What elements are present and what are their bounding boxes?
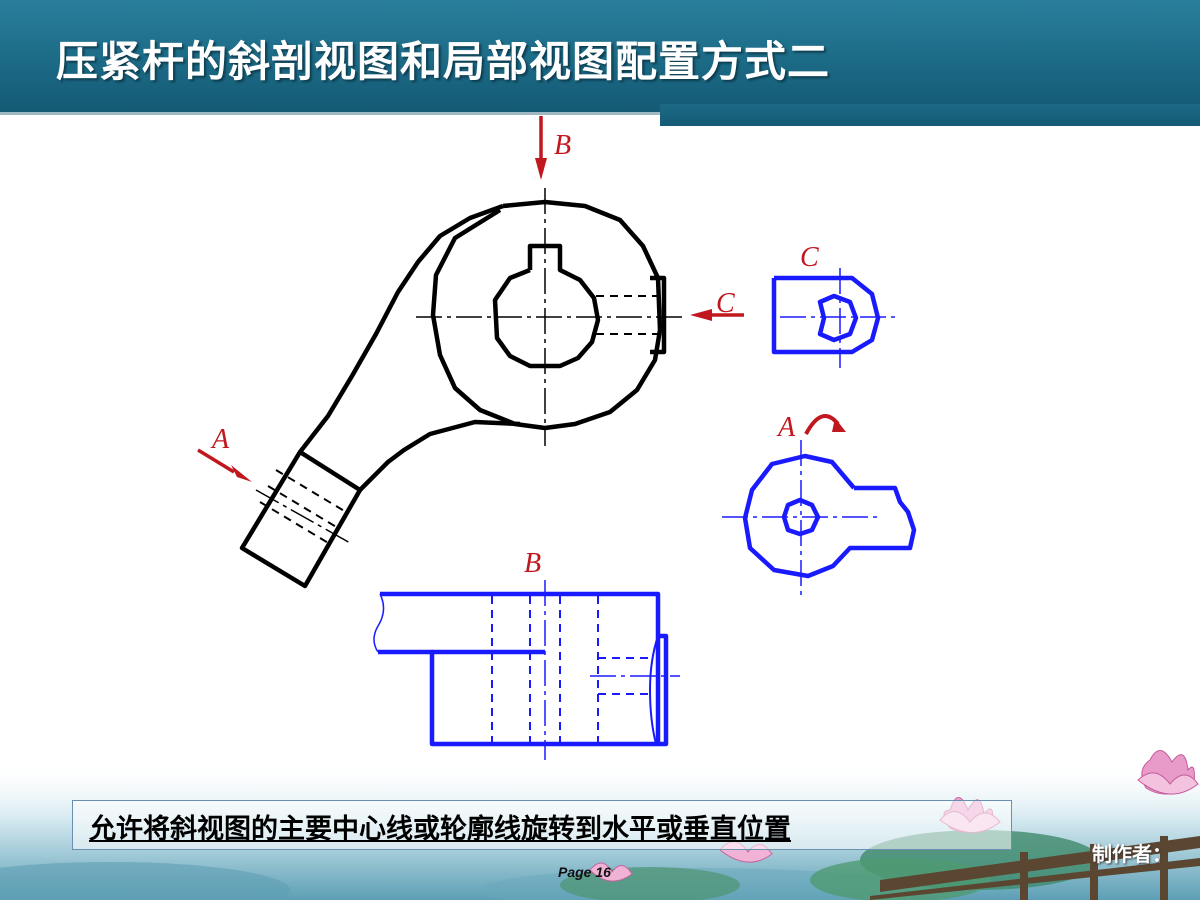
- view-a-hex: [781, 497, 821, 537]
- label-a-arrow: A: [210, 424, 230, 455]
- center-lines-main: [255, 188, 686, 545]
- page-number: Page 16: [558, 864, 611, 880]
- railing-decoration: [870, 836, 1200, 900]
- view-a-outline: [742, 453, 917, 579]
- title-underline: [0, 112, 660, 115]
- view-c: [771, 275, 881, 355]
- caption-box: 允许将斜视图的主要中心线或轮廓线旋转到水平或垂直位置: [72, 800, 1012, 850]
- main-view: [239, 199, 667, 589]
- label-b-view: B: [524, 548, 541, 579]
- slide-title: 压紧杆的斜剖视图和局部视图配置方式二: [56, 37, 831, 86]
- view-c-outline: [771, 275, 881, 355]
- arrow-c-icon: [690, 309, 744, 321]
- view-c-hex: [817, 293, 859, 343]
- hidden-lines-main: [259, 295, 664, 545]
- label-b-arrow: B: [554, 130, 571, 161]
- view-a-center-lines: [722, 440, 880, 596]
- boss-tab: [650, 275, 667, 355]
- arrow-b-icon: [535, 116, 547, 180]
- keyed-bore: [492, 243, 601, 369]
- rotation-arrow-icon: [804, 414, 846, 435]
- label-c-view: C: [800, 242, 819, 273]
- view-b-break-line: [373, 593, 385, 653]
- title-bar-tab: [660, 104, 1200, 126]
- arm-end-block: [239, 449, 363, 589]
- arm-lower-outline: [358, 419, 521, 492]
- view-b-center-lines: [544, 580, 680, 760]
- arm-outline: [298, 203, 504, 454]
- author-label: 制作者：: [1092, 842, 1172, 866]
- view-a: [742, 453, 917, 579]
- view-c-center-lines: [780, 268, 896, 368]
- label-c-arrow: C: [716, 288, 735, 319]
- arrow-a-icon: [197, 448, 252, 482]
- view-b-upper-outline: [378, 591, 661, 747]
- caption-text: 允许将斜视图的主要中心线或轮廓线旋转到水平或垂直位置: [89, 814, 791, 845]
- label-a-view: A: [776, 412, 796, 443]
- lotus-flower-icon: [589, 862, 633, 882]
- boss-outline: [430, 199, 663, 431]
- view-b-hidden-lines: [491, 596, 652, 742]
- lotus-flower-icon: [1137, 750, 1199, 795]
- title-bar: [0, 0, 1200, 112]
- view-b-boss: [658, 633, 669, 747]
- view-b: [373, 591, 669, 747]
